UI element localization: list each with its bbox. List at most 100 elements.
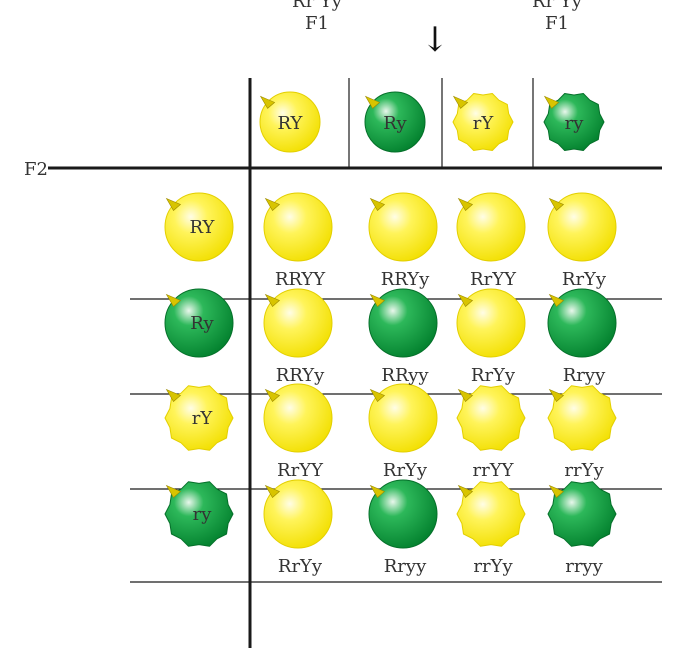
gamete-row-rY-pea [164,385,234,451]
offspring-1-1-pea-body [368,288,438,358]
gamete-row-RY-pea-hilum [165,197,182,211]
offspring-2-0-pea-body [263,383,333,453]
offspring-3-0-pea-hilum [264,484,281,498]
parent-left-generation: F1 [305,13,329,34]
offspring-1-3-genotype: Rryy [563,365,606,386]
gamete-row-Ry-pea-hilum [165,293,182,307]
offspring-1-2-genotype: RrYy [471,365,516,386]
offspring-3-0-pea [263,479,333,549]
gamete-row-ry-pea-body [164,481,234,547]
gamete-row-Ry-label: Ry [190,313,214,334]
offspring-0-1-genotype: RRYy [381,269,430,290]
offspring-2-1-pea-body [368,383,438,453]
offspring-2-3-pea [547,385,617,451]
offspring-0-3-pea-hilum [548,197,565,211]
gamete-row-Ry-pea-body [164,288,234,358]
offspring-1-1-genotype: RRyy [381,365,429,386]
offspring-2-0-pea [263,383,333,453]
offspring-2-0-pea-hilum [264,388,281,402]
gamete-row-RY-label: RY [190,217,216,238]
offspring-0-0-pea-body [263,192,333,262]
gamete-col-ry-label: ry [565,113,585,134]
offspring-1-1-pea [368,288,438,358]
gamete-col-RY-label: RY [278,113,304,134]
offspring-1-0-pea-hilum [264,293,281,307]
offspring-3-2-pea [456,481,526,547]
gamete-row-ry-label: ry [193,504,213,525]
gamete-row-RY-pea [164,192,234,262]
offspring-3-2-pea-hilum [457,484,474,498]
offspring-2-2-genotype: rrYY [473,460,515,481]
offspring-3-0-genotype: RrYy [278,556,323,577]
offspring-1-2-pea [456,288,526,358]
parent-right-genotype: Rr Yy [532,0,582,12]
parent-left: Rr Yy F1 [262,0,372,35]
offspring-2-2-pea-hilum [457,388,474,402]
gamete-col-rY-label: rY [473,113,495,134]
gamete-col-Ry-pea-body [364,91,426,153]
offspring-3-0-pea-body [263,479,333,549]
offspring-2-1-genotype: RrYy [383,460,428,481]
offspring-0-1-pea [368,192,438,262]
gamete-col-Ry-pea [364,91,426,153]
offspring-1-2-pea-body [456,288,526,358]
offspring-3-3-genotype: rryy [565,556,603,577]
offspring-3-2-genotype: rrYy [473,556,513,577]
gamete-col-ry-pea-body [543,93,605,151]
cross-arrow: ↓ [420,20,450,60]
gamete-col-RY-pea-hilum [259,95,276,109]
gamete-col-ry-pea-hilum [543,95,560,109]
f2-label: F2 [24,159,48,180]
pea-layer [164,91,617,549]
offspring-2-2-pea [456,385,526,451]
offspring-0-0-pea-hilum [264,197,281,211]
offspring-2-3-pea-hilum [548,388,565,402]
offspring-0-1-pea-body [368,192,438,262]
gamete-col-RY-pea [259,91,321,153]
offspring-2-1-pea [368,383,438,453]
offspring-0-3-pea-body [547,192,617,262]
offspring-1-0-pea [263,288,333,358]
offspring-0-2-pea-body [456,192,526,262]
gamete-col-Ry-label: Ry [383,113,407,134]
offspring-1-3-pea-hilum [548,293,565,307]
offspring-2-0-genotype: RrYY [277,460,324,481]
parent-left-genotype: Rr Yy [292,0,342,12]
offspring-1-0-pea-body [263,288,333,358]
gamete-row-rY-label: rY [192,408,214,429]
offspring-2-2-pea-body [456,385,526,451]
offspring-0-3-genotype: RrYy [562,269,607,290]
gamete-row-Ry-pea [164,288,234,358]
offspring-0-0-pea [263,192,333,262]
offspring-0-1-pea-hilum [369,197,386,211]
offspring-1-0-genotype: RRYy [276,365,325,386]
parent-right-generation: F1 [545,13,569,34]
offspring-2-1-pea-hilum [369,388,386,402]
offspring-0-2-pea [456,192,526,262]
offspring-3-3-pea-hilum [548,484,565,498]
offspring-0-0-genotype: RRYY [275,269,326,290]
offspring-1-3-pea [547,288,617,358]
gamete-row-RY-pea-body [164,192,234,262]
offspring-0-2-pea-hilum [457,197,474,211]
offspring-3-1-genotype: Rryy [384,556,427,577]
offspring-3-1-pea [368,479,438,549]
gamete-row-rY-pea-body [164,385,234,451]
offspring-3-3-pea [547,481,617,547]
offspring-3-2-pea-body [456,481,526,547]
gamete-row-ry-pea [164,481,234,547]
offspring-0-2-genotype: RrYY [470,269,517,290]
offspring-2-3-pea-body [547,385,617,451]
gamete-col-RY-pea-body [259,91,321,153]
gamete-row-rY-pea-hilum [165,388,182,402]
parent-right: Rr Yy F1 [502,0,612,35]
offspring-0-3-pea [547,192,617,262]
gamete-col-rY-pea-hilum [452,95,469,109]
offspring-1-2-pea-hilum [457,293,474,307]
gamete-col-Ry-pea-hilum [364,95,381,109]
offspring-3-1-pea-body [368,479,438,549]
gamete-col-ry-pea [543,93,605,151]
offspring-1-3-pea-body [547,288,617,358]
